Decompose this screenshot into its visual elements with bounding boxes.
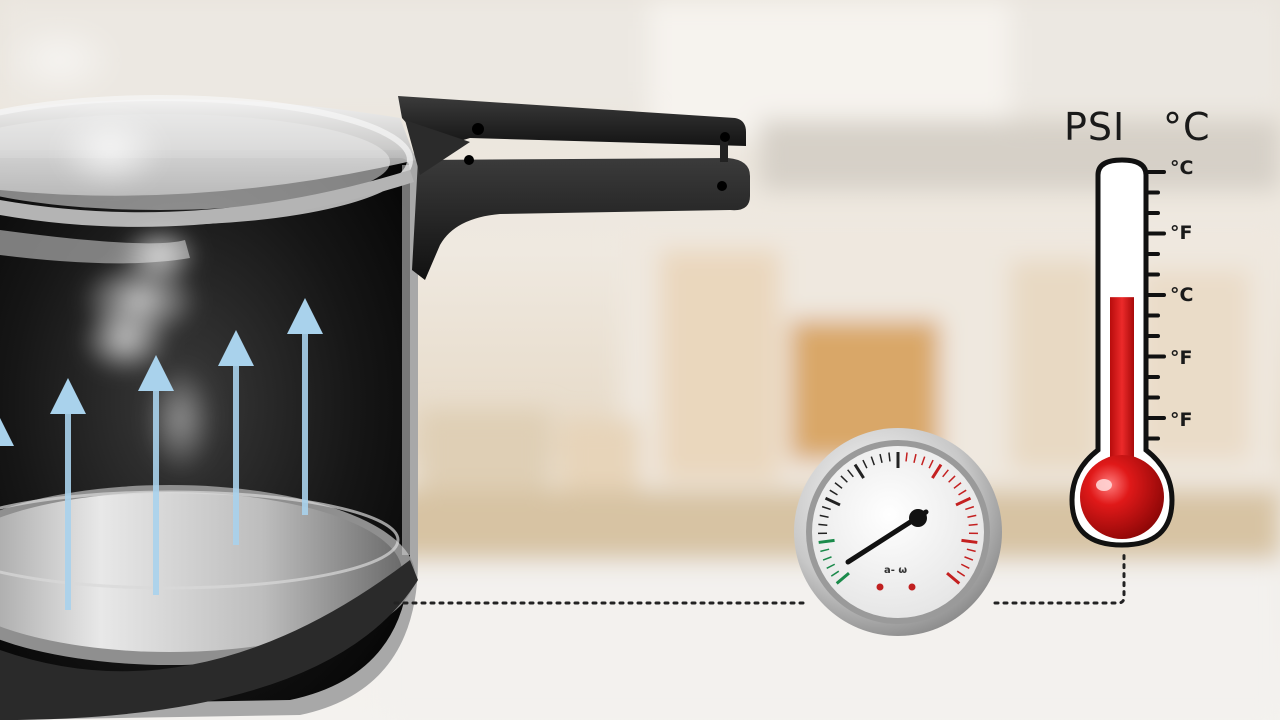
gauge-tick [840,475,848,483]
gauge-tick [948,475,956,483]
pressure-gauge-icon [794,428,1002,636]
gauge-tick [824,496,841,507]
up-arrow-icon [50,378,86,610]
thermometer-scale-label: °F [1170,222,1193,244]
gauge-tick [966,548,976,553]
gauge-tick [964,556,974,561]
gauge-tick [879,453,883,463]
gauge-tick [830,570,840,577]
gauge-tick [967,514,977,518]
gauge-tick [847,469,854,478]
gauge-tick [913,453,917,463]
gauge-tick [819,514,829,518]
heat-arrows [0,298,323,610]
thermometer-scale [1144,170,1166,441]
psi-header: PSI [1064,105,1126,149]
gauge-tick [968,523,978,526]
gauge-tick [870,456,876,466]
gauge-tick [820,548,830,553]
gauge-tick [888,452,891,462]
gauge-tick [928,459,934,469]
gauge-tick [942,469,949,478]
gauge-tick [955,496,972,507]
gauge-tick [829,489,838,496]
gauge-tick [960,563,970,569]
cooker-handle [398,96,750,280]
gauge-tick [958,489,967,496]
gauge-tick [920,456,926,466]
gauge-tick [961,538,978,544]
gauge-label: a- ω [884,565,908,576]
gauge-tick [931,463,943,479]
gauge-tick [853,463,865,479]
gauge-tick [835,571,850,585]
up-arrow-icon [0,418,14,446]
gauge-tick [822,556,832,561]
celsius-header: °C [1163,105,1211,149]
thermometer-scale-label: °C [1170,157,1194,179]
gauge-tick [821,505,831,511]
up-arrow-icon [138,355,174,595]
gauge-tick [956,570,966,577]
steam-icon [0,20,215,475]
thermometer-mercury [1110,297,1134,480]
dotted-connector [393,548,1126,605]
up-arrow-icon [287,298,323,515]
gauge-tick [834,482,843,489]
thermometer-scale-label: °F [1170,347,1193,369]
gauge-tick [826,563,836,569]
thermometer-scale-label: °C [1170,284,1194,306]
thermometer-icon [1069,157,1175,548]
gauge-tick [862,459,868,469]
gauge-tick [953,482,962,489]
up-arrow-icon [218,330,254,545]
gauge-tick [965,505,975,511]
gauge-dial [817,452,979,585]
gauge-tick [818,538,835,544]
gauge-tick [818,523,828,526]
thermometer-scale-label: °F [1170,409,1193,431]
gauge-tick [946,571,961,585]
gauge-tick [905,452,908,462]
